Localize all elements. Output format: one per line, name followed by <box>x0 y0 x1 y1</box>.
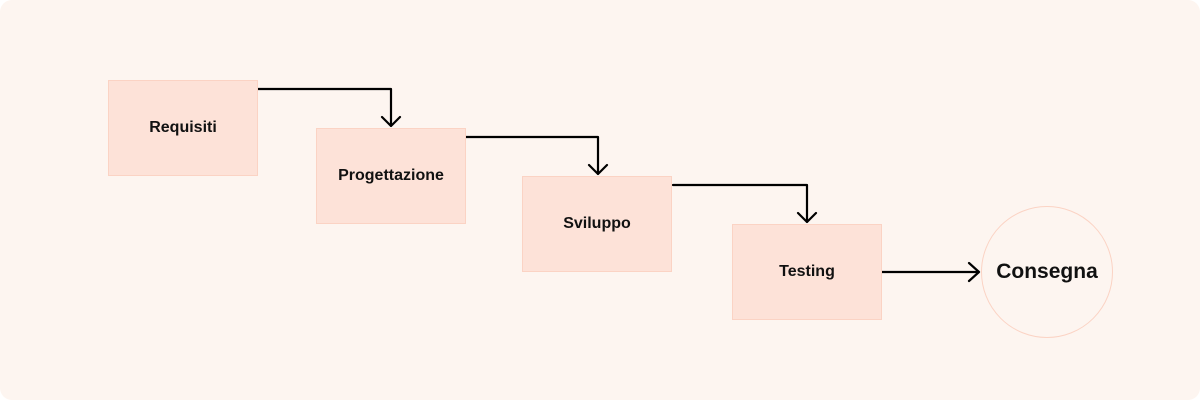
stage-sviluppo: Sviluppo <box>522 176 672 272</box>
stage-testing: Testing <box>732 224 882 320</box>
arrow-progettazione-to-sviluppo <box>464 135 609 176</box>
stage-label: Progettazione <box>338 167 444 184</box>
arrow-testing-to-consegna <box>880 261 981 283</box>
end-node-label: Consegna <box>996 260 1098 283</box>
arrow-requisiti-to-progettazione <box>256 87 402 128</box>
stage-requisiti: Requisiti <box>108 80 258 176</box>
end-node-consegna: Consegna <box>981 206 1113 338</box>
stage-progettazione: Progettazione <box>316 128 466 224</box>
stage-label: Testing <box>779 263 835 280</box>
stage-label: Requisiti <box>149 119 217 136</box>
arrow-sviluppo-to-testing <box>671 183 818 224</box>
stage-label: Sviluppo <box>563 215 631 232</box>
